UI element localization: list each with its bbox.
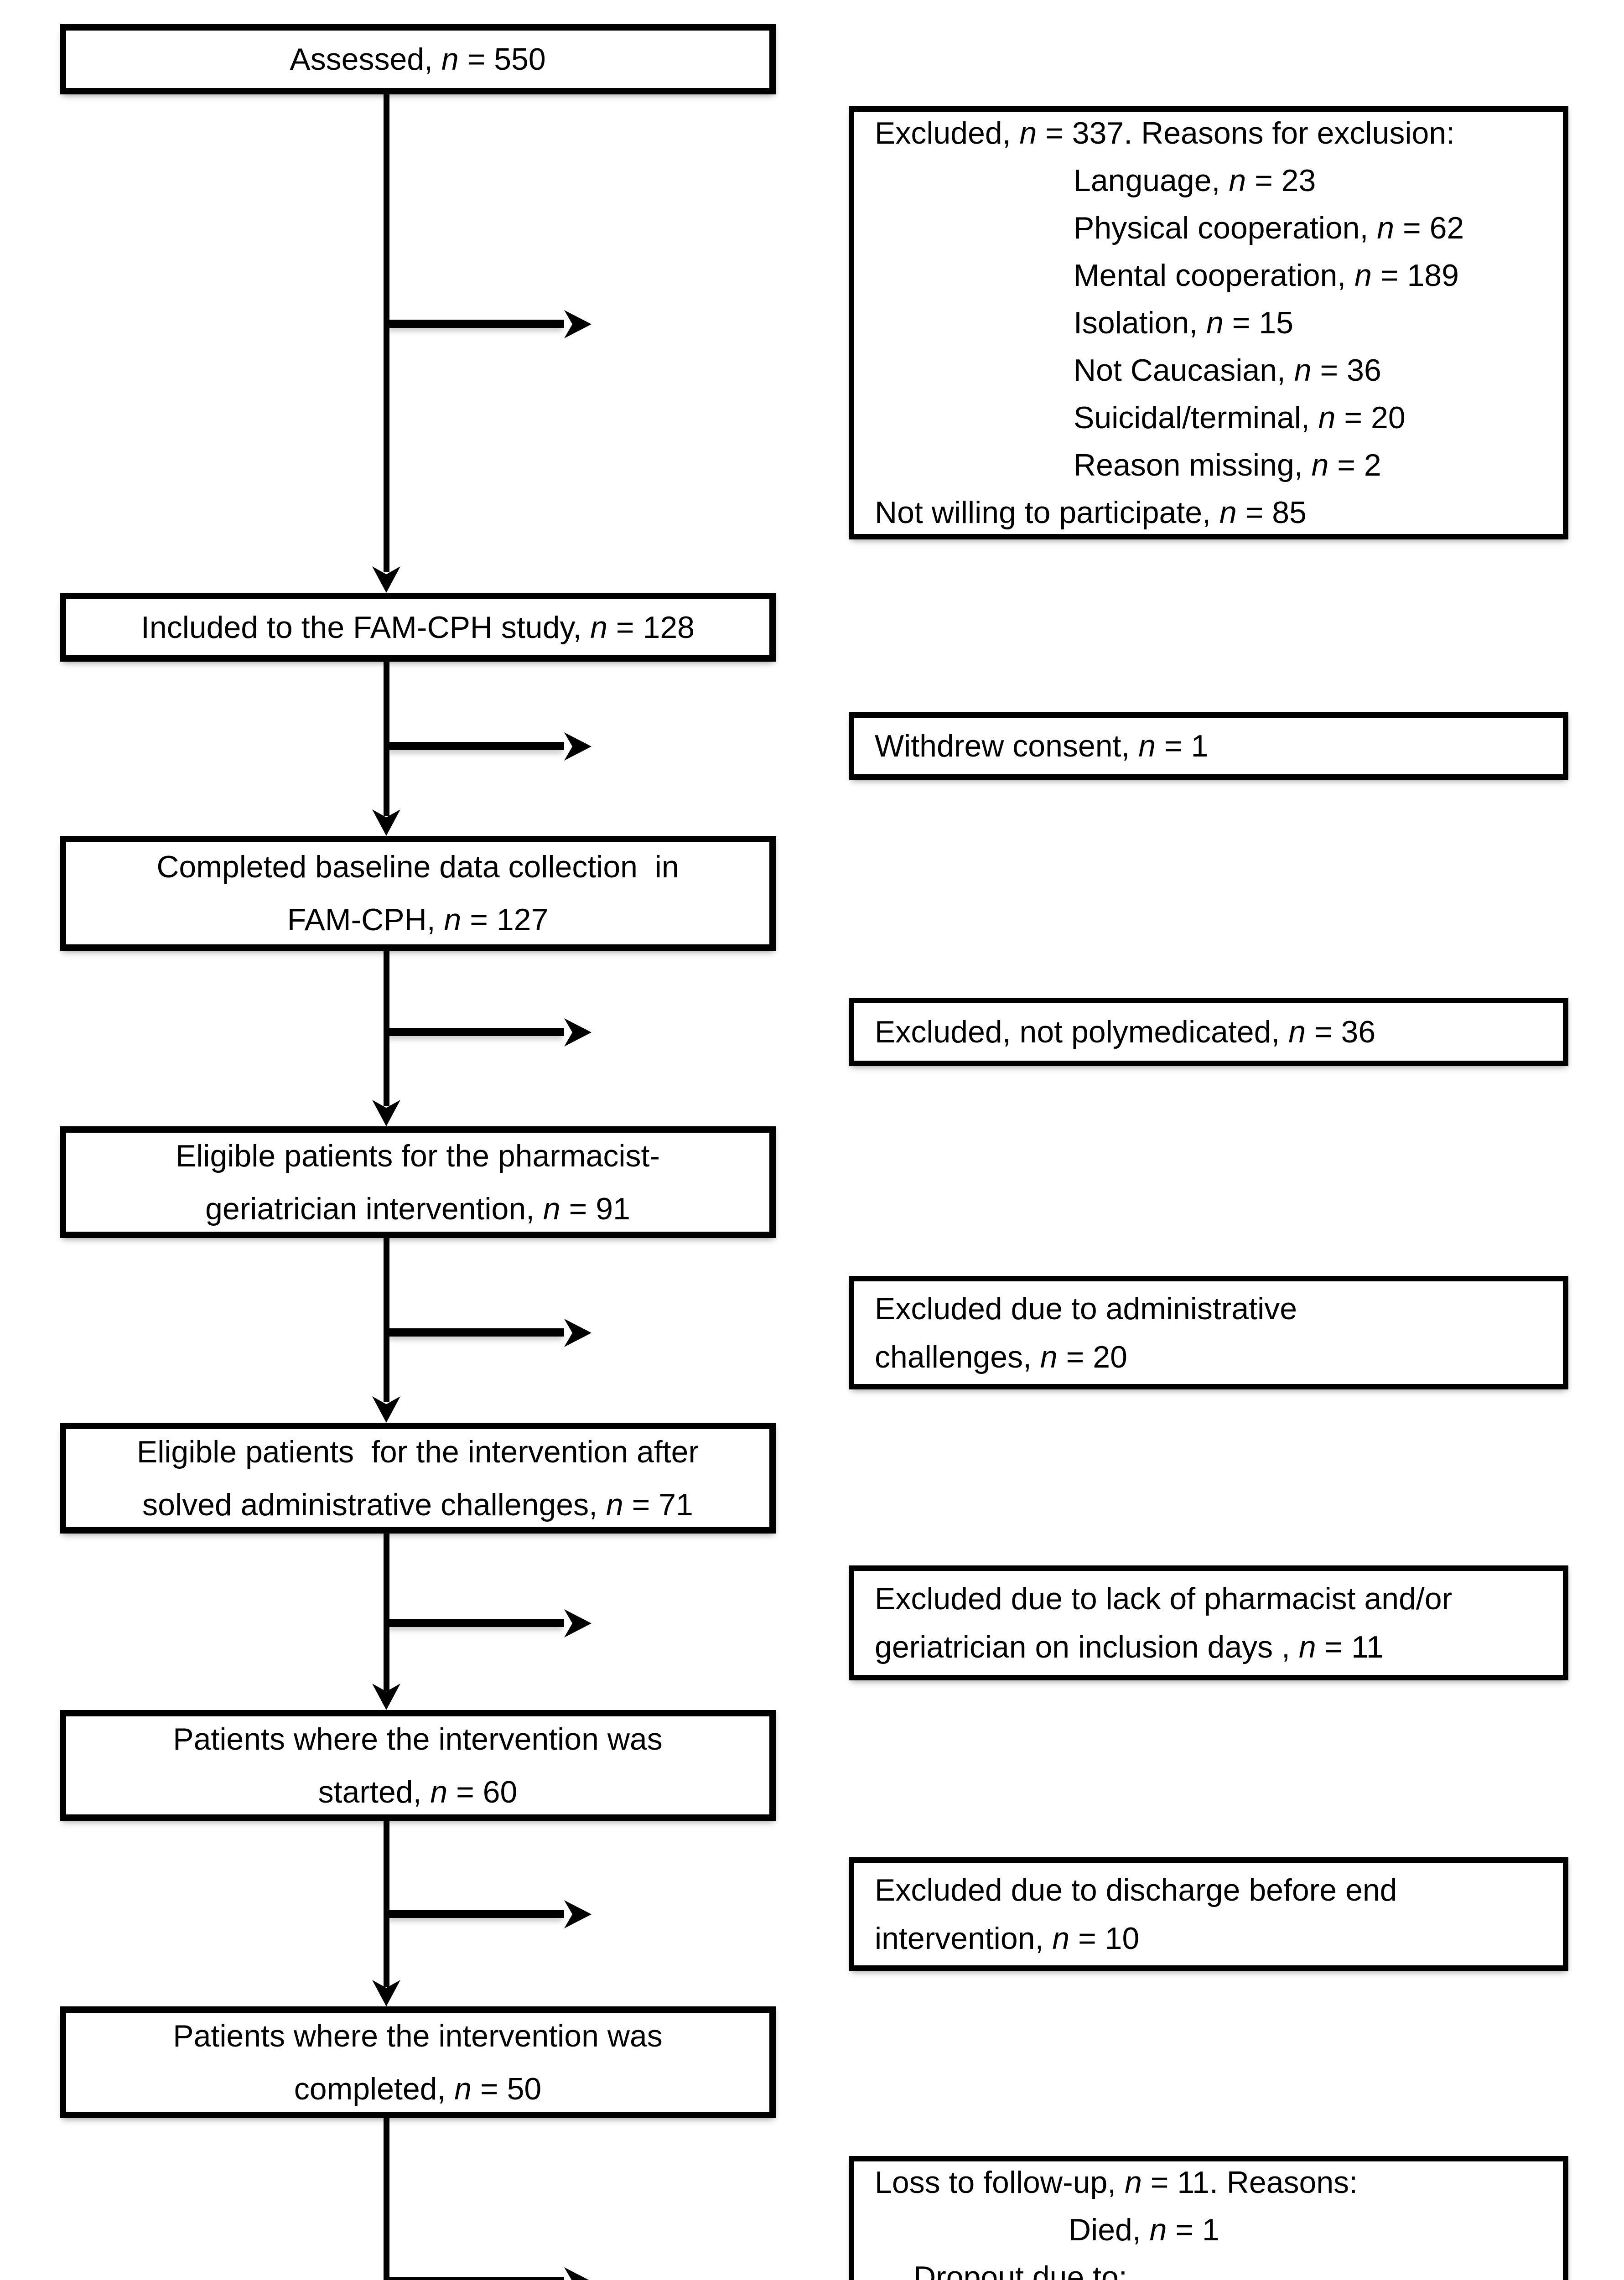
box-line: FAM-CPH, n = 127 <box>287 902 549 937</box>
box-line: Excluded due to administrative <box>875 1291 1297 1326</box>
right-arrowhead-icon <box>564 1900 591 1928</box>
box-line: geriatrician intervention, n = 91 <box>205 1191 630 1226</box>
connector-line-down <box>384 2118 389 2280</box>
box-intervention-started: Patients where the intervention was star… <box>60 1710 776 1821</box>
connector-line-right <box>386 2277 564 2280</box>
connector-line-down <box>384 94 389 572</box>
right-arrowhead-icon <box>564 2267 591 2280</box>
box-line: Eligible patients for the intervention a… <box>136 1434 699 1469</box>
right-arrowhead-icon <box>564 1018 591 1047</box>
box-withdrew-consent: Withdrew consent, n = 1 <box>849 712 1568 780</box>
box-eligible-intervention: Eligible patients for the pharmacist- ge… <box>60 1126 776 1238</box>
connector-line-right <box>386 1028 564 1036</box>
box-line: Excluded, not polymedicated, n = 36 <box>875 1015 1376 1049</box>
box-line: Withdrew consent, n = 1 <box>875 729 1209 763</box>
box-eligible-after-solved: Eligible patients for the intervention a… <box>60 1423 776 1534</box>
connector-line-right <box>386 320 564 328</box>
box-line: Excluded due to discharge before end <box>875 1872 1397 1907</box>
box-lack-pharmacist: Excluded due to lack of pharmacist and/o… <box>849 1565 1568 1680</box>
connector-line-right <box>386 1328 564 1337</box>
connector-line-down <box>384 1821 389 1987</box>
right-arrowhead-icon <box>564 1609 591 1637</box>
box-line: Excluded, n = 337. Reasons for exclusion… <box>875 116 1455 150</box>
box-line: Completed baseline data collection in <box>156 850 679 884</box>
right-arrowhead-icon <box>564 1319 591 1347</box>
box-line: Loss to follow-up, n = 11. Reasons: <box>875 2165 1358 2200</box>
box-line: Language, n = 23 <box>1074 163 1316 198</box>
box-administrative-challenges: Excluded due to administrative challenge… <box>849 1276 1568 1389</box>
box-line: Died, n = 1 <box>1069 2212 1219 2247</box>
box-assessed: Assessed, n = 550 <box>60 24 776 94</box>
box-line: intervention, n = 10 <box>875 1921 1140 1956</box>
connector-line-down <box>384 662 389 816</box>
box-included: Included to the FAM-CPH study, n = 128 <box>60 593 776 662</box>
box-line: Patients where the intervention was <box>173 1721 663 1757</box>
box-discharge-before-end: Excluded due to discharge before end int… <box>849 1857 1568 1971</box>
box-line: Included to the FAM-CPH study, n = 128 <box>141 610 695 645</box>
box-line: Excluded due to lack of pharmacist and/o… <box>875 1581 1453 1616</box>
box-line: Not willing to participate, n = 85 <box>875 495 1307 530</box>
box-excluded-reasons: Excluded, n = 337. Reasons for exclusion… <box>849 106 1568 539</box>
connector-line-right <box>386 1619 564 1627</box>
box-line: Eligible patients for the pharmacist- <box>175 1138 660 1173</box>
right-arrowhead-icon <box>564 732 591 761</box>
box-line: Assessed, n = 550 <box>290 42 546 77</box>
box-line: Patients where the intervention was <box>173 2018 663 2053</box>
box-line: completed, n = 50 <box>294 2071 542 2106</box>
connector-line-right <box>386 1910 564 1918</box>
box-line: solved administrative challenges, n = 71 <box>142 1487 693 1522</box>
box-line: Physical cooperation, n = 62 <box>1074 211 1464 245</box>
box-line: Mental cooperation, n = 189 <box>1074 258 1459 293</box>
box-line: geriatrician on inclusion days , n = 11 <box>875 1630 1384 1664</box>
box-line: challenges, n = 20 <box>875 1339 1127 1374</box>
box-line: Isolation, n = 15 <box>1074 306 1294 340</box>
connector-line-right <box>386 742 564 750</box>
box-loss-to-followup: Loss to follow-up, n = 11. Reasons: Died… <box>849 2156 1568 2280</box>
box-line: started, n = 60 <box>318 1774 518 1809</box>
box-line: Reason missing, n = 2 <box>1074 448 1381 482</box>
connector-line-down <box>384 1534 389 1691</box>
box-line: Suicidal/terminal, n = 20 <box>1074 400 1406 435</box>
connector-line-down <box>384 1238 389 1402</box>
box-line: Not Caucasian, n = 36 <box>1074 353 1381 388</box>
box-baseline-completed: Completed baseline data collection in FA… <box>60 836 776 951</box>
box-line: Dropout due to: <box>913 2259 1127 2280</box>
right-arrowhead-icon <box>564 310 591 338</box>
box-intervention-completed: Patients where the intervention was comp… <box>60 2006 776 2118</box>
box-not-polymedicated: Excluded, not polymedicated, n = 36 <box>849 998 1568 1066</box>
